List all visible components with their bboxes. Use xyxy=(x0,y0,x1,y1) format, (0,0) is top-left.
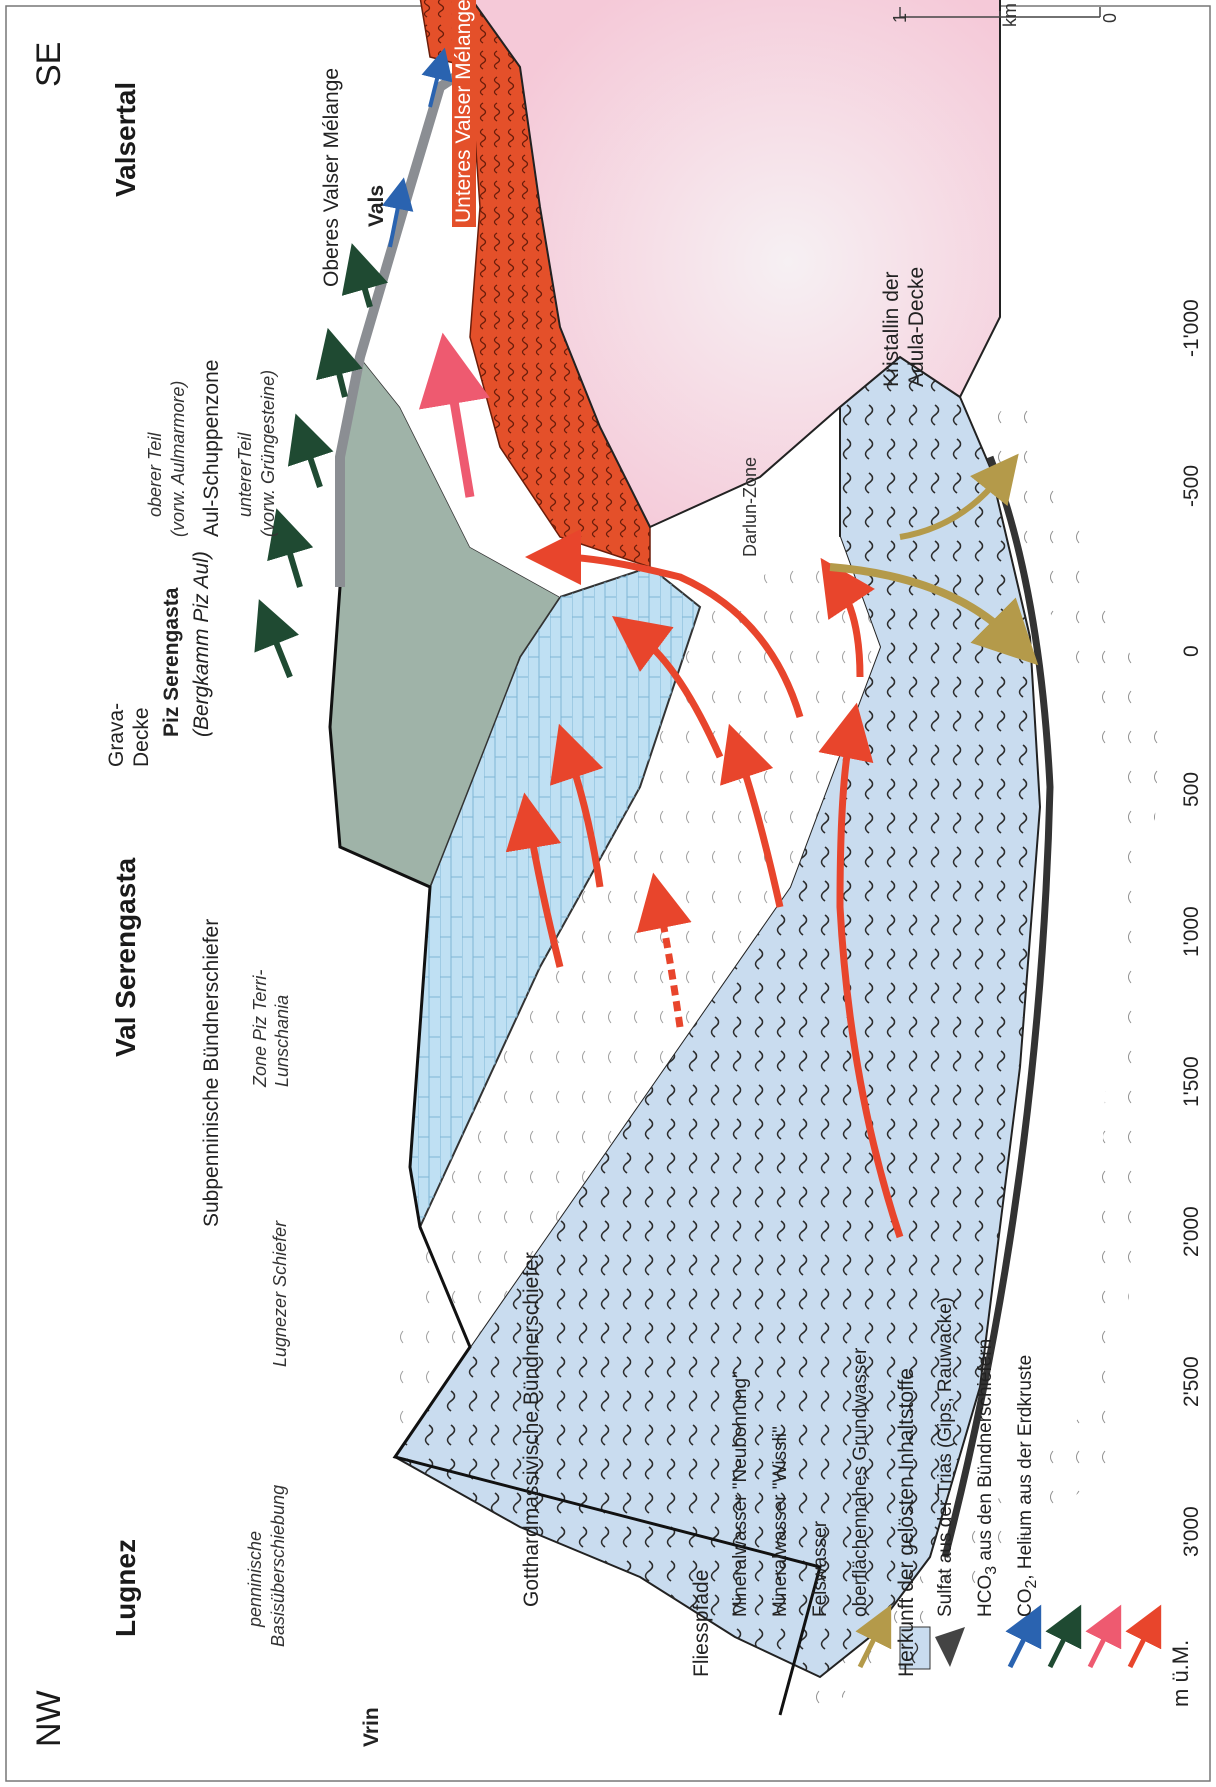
legend-fliesspfade-title: Fliesspfade xyxy=(690,1570,714,1677)
legend-item-felswasser: Felswasser xyxy=(810,1521,832,1617)
legend-item-neubohrung: Mineralwasser "Neubohrung" xyxy=(730,1371,752,1617)
legend-item-sulfat: Sulfat aus der Trias (Gips, Rauwacke) xyxy=(935,1297,957,1617)
legend-item-wissli: Mineralwasser "Wissli" xyxy=(770,1426,792,1617)
legend-item-hco3: HCO3 aus den Bündnerschiefern xyxy=(975,1339,1001,1617)
legend-item-co2: CO2, Helium aus der Erdkruste xyxy=(1015,1355,1041,1617)
legend-item-grundwasser: oberflächennahes Grundwasser xyxy=(850,1348,872,1617)
legend-herkunft-title: Herkunft der gelösten Inhaltstoffe xyxy=(895,1368,919,1677)
